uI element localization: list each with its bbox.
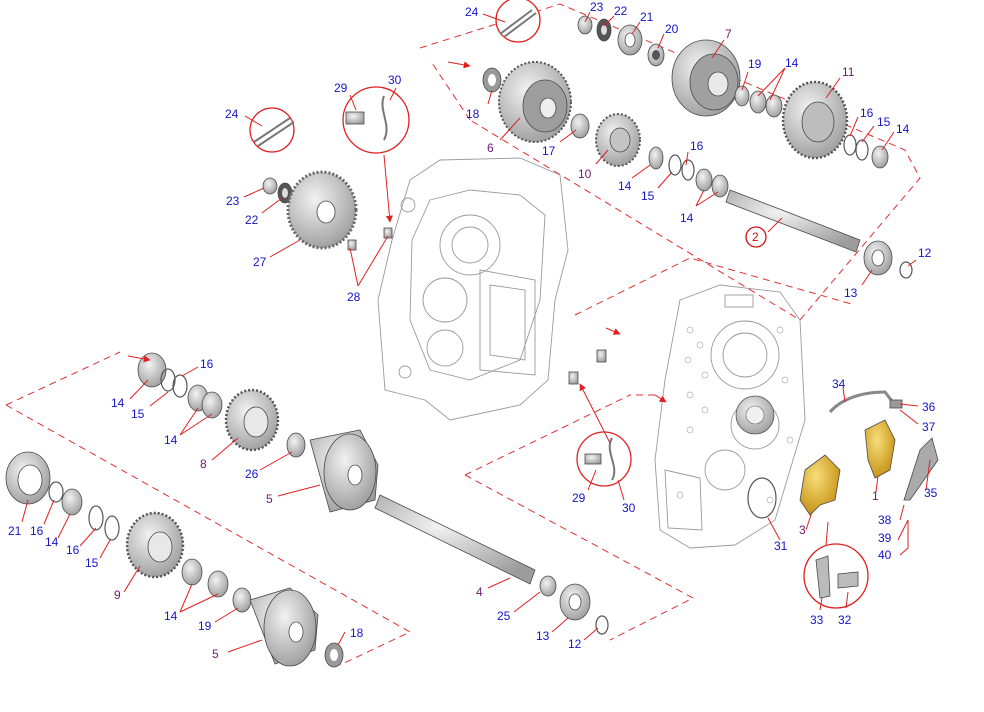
leader-lines bbox=[21, 11, 931, 653]
callout-14-lower: 14 bbox=[45, 535, 59, 549]
callout-34: 34 bbox=[832, 377, 846, 391]
callout-15-right: 15 bbox=[877, 115, 891, 129]
callout-18-top: 18 bbox=[466, 107, 480, 121]
callout-8: 8 bbox=[200, 457, 207, 471]
callout-14-top: 14 bbox=[785, 56, 799, 70]
callout-1: 1 bbox=[872, 489, 879, 503]
callout-37: 37 bbox=[922, 420, 936, 434]
callout-2-circle bbox=[745, 226, 767, 248]
callout-38: 38 bbox=[878, 513, 892, 527]
callout-27: 27 bbox=[253, 255, 267, 269]
callout-5-upper: 5 bbox=[266, 492, 273, 506]
callout-19-lower: 19 bbox=[198, 619, 212, 633]
shifter-parts bbox=[568, 349, 939, 609]
callout-14-ll2: 14 bbox=[164, 433, 178, 447]
callout-15-mid: 15 bbox=[641, 189, 655, 203]
left-gear-group bbox=[249, 86, 410, 251]
callout-22-left: 22 bbox=[245, 213, 259, 227]
callout-39: 39 bbox=[878, 531, 892, 545]
top-assembly-parts bbox=[482, 0, 913, 279]
callout-16-lower2: 16 bbox=[66, 543, 80, 557]
callout-32: 32 bbox=[838, 613, 852, 627]
callout-35: 35 bbox=[924, 486, 938, 500]
callout-4: 4 bbox=[476, 585, 483, 599]
callout-21-left: 21 bbox=[8, 524, 22, 538]
lower-housing bbox=[654, 284, 806, 549]
callout-30-left: 30 bbox=[388, 73, 402, 87]
callout-9: 9 bbox=[114, 588, 121, 602]
callout-15-ll: 15 bbox=[131, 407, 145, 421]
callout-23-left: 23 bbox=[226, 194, 240, 208]
lower-left-assembly bbox=[5, 352, 609, 668]
callout-20-top: 20 bbox=[665, 22, 679, 36]
callout-3: 3 bbox=[799, 523, 806, 537]
callout-10: 10 bbox=[578, 167, 592, 181]
callout-22-top: 22 bbox=[614, 4, 628, 18]
callout-16-right: 16 bbox=[860, 106, 874, 120]
callout-14-lower2: 14 bbox=[164, 609, 178, 623]
callout-12-lower: 12 bbox=[568, 637, 582, 651]
callout-16-lower: 16 bbox=[30, 524, 44, 538]
callout-31: 31 bbox=[774, 539, 788, 553]
callout-33: 33 bbox=[810, 613, 824, 627]
callout-23-top: 23 bbox=[590, 0, 604, 14]
callout-16-mid: 16 bbox=[690, 139, 704, 153]
callout-25: 25 bbox=[497, 609, 511, 623]
callout-5-lower: 5 bbox=[212, 647, 219, 661]
callout-40: 40 bbox=[878, 548, 892, 562]
callout-14-mid2: 14 bbox=[680, 211, 694, 225]
callout-7: 7 bbox=[725, 27, 732, 41]
callout-16-ll: 16 bbox=[200, 357, 214, 371]
callout-labels: 24 23 22 21 20 7 19 14 11 18 6 17 10 14 … bbox=[8, 0, 938, 661]
callout-14-right: 14 bbox=[896, 122, 910, 136]
callout-13-top: 13 bbox=[844, 286, 858, 300]
callout-14-ll: 14 bbox=[111, 396, 125, 410]
callout-6: 6 bbox=[487, 141, 494, 155]
callout-18-lower: 18 bbox=[350, 626, 364, 640]
upper-housing bbox=[377, 157, 569, 421]
callout-29-left: 29 bbox=[334, 81, 348, 95]
callout-26: 26 bbox=[245, 467, 259, 481]
callout-24-left: 24 bbox=[225, 107, 239, 121]
callout-29-right: 29 bbox=[572, 491, 586, 505]
callout-17: 17 bbox=[542, 144, 556, 158]
callout-14-mid: 14 bbox=[618, 179, 632, 193]
callout-15-lower: 15 bbox=[85, 556, 99, 570]
callout-36: 36 bbox=[922, 400, 936, 414]
callout-24-top: 24 bbox=[465, 5, 479, 19]
callout-21-top: 21 bbox=[640, 10, 654, 24]
callout-2: 2 bbox=[752, 230, 759, 244]
callout-11: 11 bbox=[842, 65, 855, 79]
callout-30-right: 30 bbox=[622, 501, 636, 515]
callout-28: 28 bbox=[347, 290, 361, 304]
callout-12-top: 12 bbox=[918, 246, 932, 260]
callout-19-top: 19 bbox=[748, 57, 762, 71]
callout-13-lower: 13 bbox=[536, 629, 550, 643]
